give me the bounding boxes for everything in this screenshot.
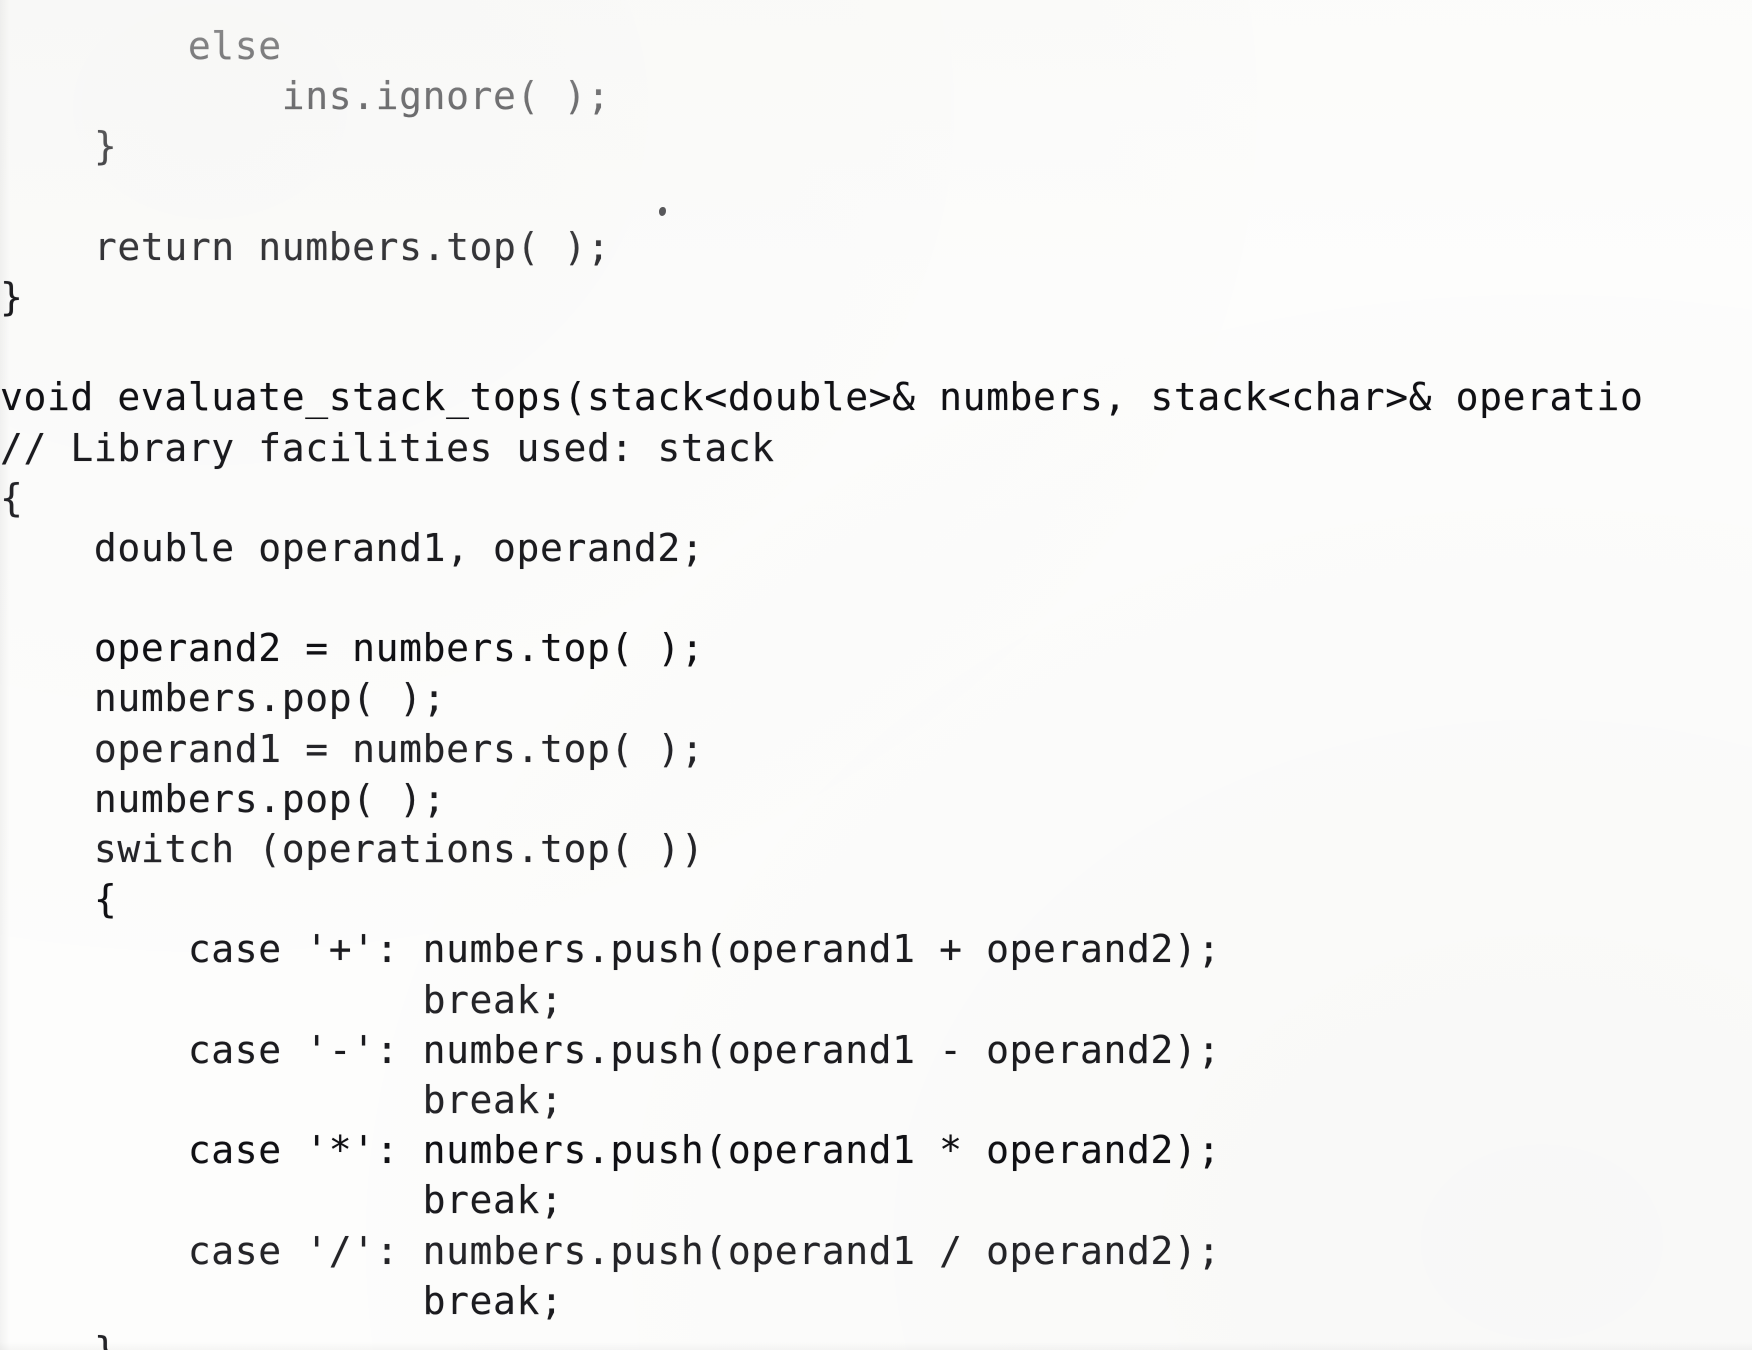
code-line-blank — [0, 322, 1752, 372]
code-line-blank — [0, 573, 1752, 623]
code-line: case '-': numbers.push(operand1 - operan… — [0, 1027, 1221, 1072]
code-line: operand1 = numbers.top( ); — [0, 726, 705, 771]
code-line: return numbers.top( ); — [0, 224, 611, 269]
code-line: break; — [0, 1178, 564, 1223]
code-line: numbers.pop( ); — [0, 776, 447, 821]
source-code-listing: else ins.ignore( ); } return numbers.top… — [0, 13, 1752, 1350]
code-line: void evaluate_stack_tops(stack<double>& … — [0, 375, 1644, 420]
code-line: break; — [0, 977, 564, 1022]
code-line-blank — [0, 172, 1752, 222]
code-line: double operand1, operand2; — [0, 525, 705, 570]
code-line: switch (operations.top( )) — [0, 827, 705, 871]
code-line: // Library facilities used: stack — [0, 425, 775, 470]
code-line: case '*': numbers.push(operand1 * operan… — [0, 1128, 1221, 1173]
code-line: } — [0, 274, 24, 319]
code-line: } — [0, 1326, 1752, 1350]
code-line: numbers.pop( ); — [0, 676, 447, 721]
code-line: operand2 = numbers.top( ); — [0, 626, 705, 671]
code-line: case '/': numbers.push(operand1 / operan… — [0, 1228, 1221, 1273]
code-line: { — [0, 877, 118, 922]
code-line: } — [0, 124, 118, 169]
code-line: break; — [0, 1077, 564, 1122]
code-line: else — [0, 24, 282, 68]
code-line: case '+': numbers.push(operand1 + operan… — [0, 927, 1221, 972]
code-line: break; — [0, 1278, 564, 1323]
code-line: { — [0, 475, 24, 520]
code-line: ins.ignore( ); — [0, 74, 611, 119]
